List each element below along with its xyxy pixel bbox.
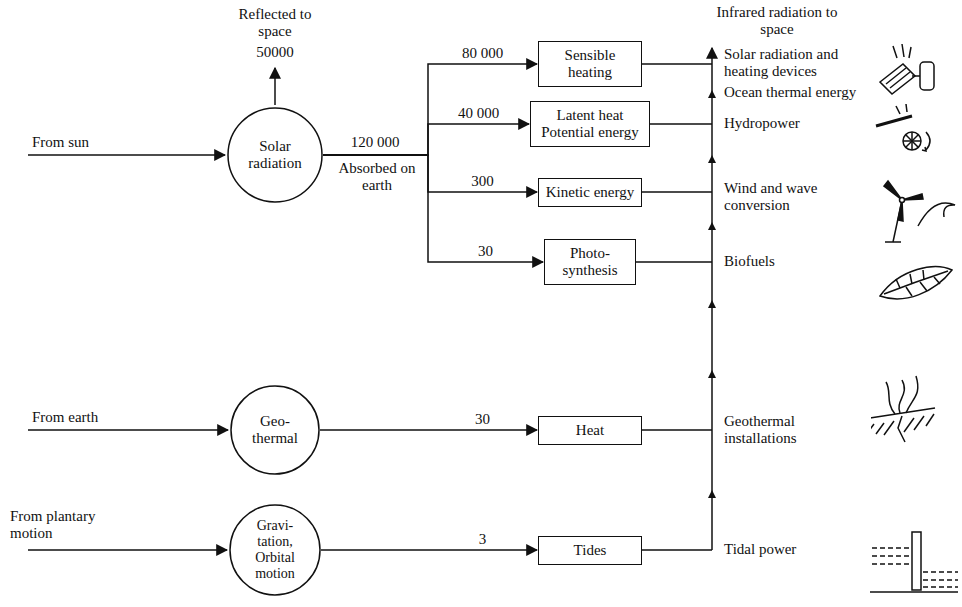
source-circle: Gravi- tation, Orbital motion xyxy=(229,504,321,596)
node-text: Geo- thermal xyxy=(238,413,312,447)
process-box: Heat xyxy=(538,416,642,445)
node-text: Sensible heating xyxy=(544,47,636,81)
geothermal-icon xyxy=(868,376,935,442)
input-label: From earth xyxy=(30,409,100,426)
technology-label: Tidal power xyxy=(722,541,798,558)
process-box: Kinetic energy xyxy=(538,178,642,207)
tidal-icon xyxy=(870,532,958,592)
energy-flow-arrow xyxy=(323,64,537,155)
process-box: Tides xyxy=(538,536,642,565)
node-text: Latent heat Potential energy xyxy=(536,107,644,141)
flow-number: 300 xyxy=(469,173,496,190)
process-box: Sensible heating xyxy=(538,41,642,87)
technology-label: Biofuels xyxy=(722,253,777,270)
hydro-icon xyxy=(876,104,930,151)
flow-number: 80 000 xyxy=(460,45,505,62)
node-text: Tides xyxy=(574,542,607,559)
technology-label: Solar radiation and heating devices xyxy=(722,46,871,80)
flow-number: 40 000 xyxy=(456,105,501,122)
node-text: Heat xyxy=(576,422,604,439)
energy-flow-arrow xyxy=(320,429,537,431)
technology-label: Hydropower xyxy=(722,115,802,132)
output-label: Infrared radiation to space xyxy=(705,4,849,38)
bus-arrowheads xyxy=(708,90,716,498)
output-bus xyxy=(711,48,713,550)
input-arrow xyxy=(28,429,228,431)
input-label: From plantary motion xyxy=(8,508,142,542)
leaf-icon xyxy=(880,267,952,299)
quantity-number: 50000 xyxy=(254,44,296,61)
energy-flow-arrow xyxy=(321,549,537,551)
energy-flow-arrow xyxy=(323,124,529,155)
input-arrow xyxy=(28,549,227,551)
quantity-number: 120 000 xyxy=(349,134,402,151)
node-text: Kinetic energy xyxy=(546,184,634,201)
flow-number: 30 xyxy=(473,411,492,428)
process-box: Latent heat Potential energy xyxy=(530,101,650,147)
input-arrow xyxy=(28,154,225,156)
node-text: Photo- synthesis xyxy=(550,245,630,279)
process-box: Photo- synthesis xyxy=(544,239,636,285)
technology-label: Ocean thermal energy xyxy=(722,84,858,101)
solar-collector-icon xyxy=(880,44,934,94)
input-label: From sun xyxy=(30,134,91,151)
technology-label: Geothermal installations xyxy=(722,413,871,447)
node-text: Solar radiation xyxy=(236,138,314,172)
source-circle: Solar radiation xyxy=(227,107,323,203)
output-label: Reflected to space xyxy=(223,6,327,40)
note-label: Absorbed on earth xyxy=(332,160,422,194)
technology-label: Wind and wave conversion xyxy=(722,180,871,214)
wave-icon xyxy=(918,203,955,226)
windmill-icon xyxy=(884,181,923,242)
reflected-arrow xyxy=(274,68,276,105)
energy-flow-arrow xyxy=(323,155,543,262)
flow-number: 30 xyxy=(476,243,495,260)
node-text: Gravi- tation, Orbital motion xyxy=(240,518,310,582)
source-circle: Geo- thermal xyxy=(230,385,320,475)
flow-number: 3 xyxy=(477,531,489,548)
